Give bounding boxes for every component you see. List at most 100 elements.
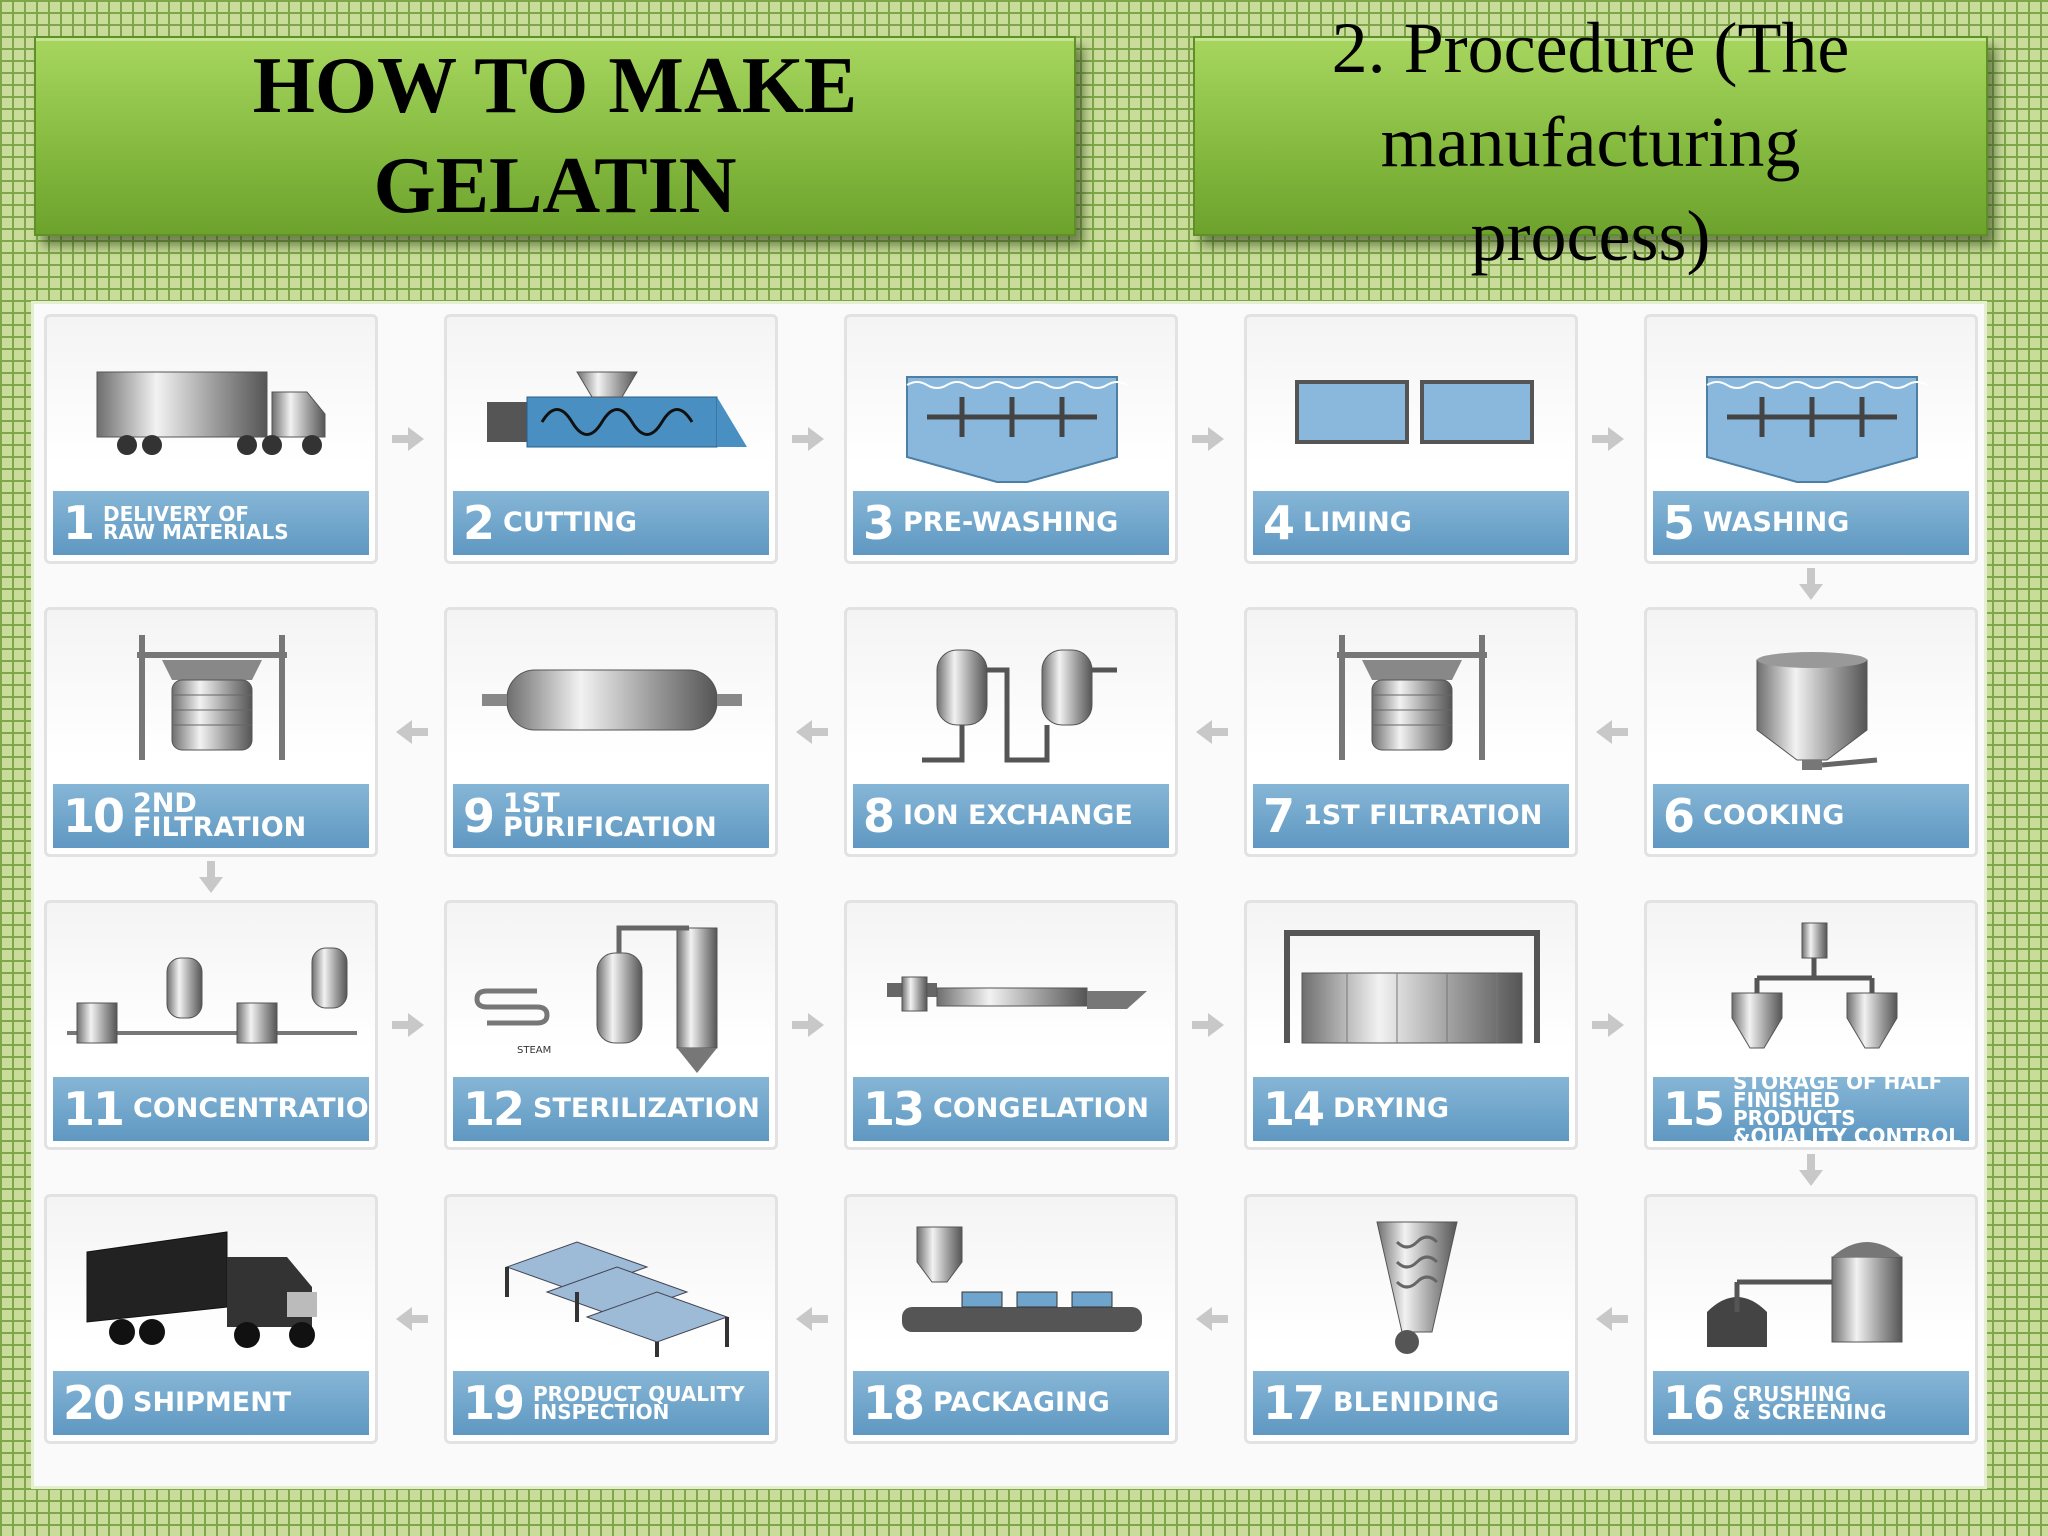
step-card-20: 20 SHIPMENT	[44, 1194, 378, 1444]
silos-icon	[1731, 922, 1898, 1049]
step-label: CONGELATION	[933, 1093, 1150, 1124]
flow-arrow-icon	[1196, 1307, 1228, 1331]
flow-arrow-icon	[396, 1307, 428, 1331]
step-number: 12	[463, 1082, 525, 1136]
step-label-bar: 12 STERILIZATION	[453, 1077, 769, 1141]
step-label-bar: 6 COOKING	[1653, 784, 1969, 848]
flow-arrow-icon	[1799, 568, 1823, 600]
washing-tank-icon	[1706, 376, 1928, 483]
step-label-bar: 4 LIMING	[1253, 491, 1569, 555]
dryer-icon	[1284, 930, 1540, 1044]
flow-arrow-icon	[392, 1013, 424, 1037]
step-number: 1	[63, 496, 95, 550]
truck-icon	[96, 371, 326, 455]
cooking-vessel-icon	[1756, 652, 1878, 770]
step-label: STORAGE OF HALF FINISHED PRODUCTS &QUALI…	[1733, 1070, 1962, 1148]
step-label: WASHING	[1703, 507, 1850, 538]
flow-arrow-icon	[199, 861, 223, 893]
step-card-8: 8 ION EXCHANGE	[844, 607, 1178, 857]
sterilizer-icon: STEAM	[474, 925, 718, 1073]
step-number: 15	[1663, 1082, 1725, 1136]
step-number: 9	[463, 789, 495, 843]
ion-columns-icon	[922, 649, 1117, 763]
flow-arrow-icon	[792, 1013, 824, 1037]
step-number: 10	[63, 789, 125, 843]
step-label-bar: 5 WASHING	[1653, 491, 1969, 555]
flow-arrow-icon	[1196, 720, 1228, 744]
step-number: 13	[863, 1082, 925, 1136]
crusher-icon	[1707, 1242, 1903, 1347]
step-card-13: 13 CONGELATION	[844, 900, 1178, 1150]
filter-press-icon	[1337, 635, 1487, 760]
step-number: 7	[1263, 789, 1295, 843]
step-label: SHIPMENT	[133, 1387, 292, 1418]
flow-arrow-icon	[1192, 427, 1224, 451]
step-card-12: STEAM 12 STERILIZATION	[444, 900, 778, 1150]
extruder-icon	[887, 976, 1147, 1012]
evaporator-icon	[67, 947, 357, 1044]
step-label: DELIVERY OF RAW MATERIALS	[103, 502, 289, 544]
step-number: 4	[1263, 496, 1295, 550]
flow-arrow-icon	[1592, 1013, 1624, 1037]
step-card-2: 2 CUTTING	[444, 314, 778, 564]
flow-arrow-icon	[396, 720, 428, 744]
flow-arrow-icon	[796, 1307, 828, 1331]
blender-icon	[1376, 1221, 1458, 1354]
step-label: 1ST PURIFICATION	[503, 788, 717, 843]
page-subtitle: 2. Procedure (The manufacturing process)	[1331, 8, 1850, 276]
step-label-bar: 18 PACKAGING	[853, 1371, 1169, 1435]
step-number: 16	[1663, 1376, 1725, 1430]
step-number: 8	[863, 789, 895, 843]
purifier-tube-icon	[482, 669, 742, 731]
step-card-17: 17 BLENIDING	[1244, 1194, 1578, 1444]
subtitle-banner: 2. Procedure (The manufacturing process)	[1193, 8, 1988, 276]
washing-tank-icon	[906, 376, 1128, 483]
step-label: STERILIZATION	[533, 1093, 760, 1124]
packaging-line-icon	[902, 1226, 1142, 1332]
step-number: 6	[1663, 789, 1695, 843]
flow-arrow-icon	[796, 720, 828, 744]
step-number: 17	[1263, 1376, 1325, 1430]
step-card-18: 18 PACKAGING	[844, 1194, 1178, 1444]
step-label: BLENIDING	[1333, 1387, 1500, 1418]
step-label-bar: 20 SHIPMENT	[53, 1371, 369, 1435]
step-label: PACKAGING	[933, 1387, 1110, 1418]
step-label: ION EXCHANGE	[903, 800, 1133, 831]
flow-arrow-icon	[792, 427, 824, 451]
step-number: 2	[463, 496, 495, 550]
step-number: 18	[863, 1376, 925, 1430]
flow-arrow-icon	[1192, 1013, 1224, 1037]
step-label-bar: 8 ION EXCHANGE	[853, 784, 1169, 848]
lime-tanks-icon	[1295, 380, 1534, 444]
step-label: LIMING	[1303, 507, 1412, 538]
step-label: COOKING	[1703, 800, 1845, 831]
filter-press-icon	[137, 635, 287, 760]
step-number: 20	[63, 1376, 125, 1430]
step-label-bar: 14 DRYING	[1253, 1077, 1569, 1141]
step-number: 14	[1263, 1082, 1325, 1136]
step-number: 19	[463, 1376, 525, 1430]
flow-arrow-icon	[1592, 427, 1624, 451]
pallets-icon	[505, 1241, 729, 1357]
steam-note: STEAM	[517, 1045, 551, 1056]
step-label: CUTTING	[503, 507, 638, 538]
step-card-6: 6 COOKING	[1644, 607, 1978, 857]
step-label-bar: 13 CONGELATION	[853, 1077, 1169, 1141]
step-label: DRYING	[1333, 1093, 1450, 1124]
step-label: CONCENTRATION	[133, 1093, 378, 1124]
step-card-4: 4 LIMING	[1244, 314, 1578, 564]
step-number: 5	[1663, 496, 1695, 550]
